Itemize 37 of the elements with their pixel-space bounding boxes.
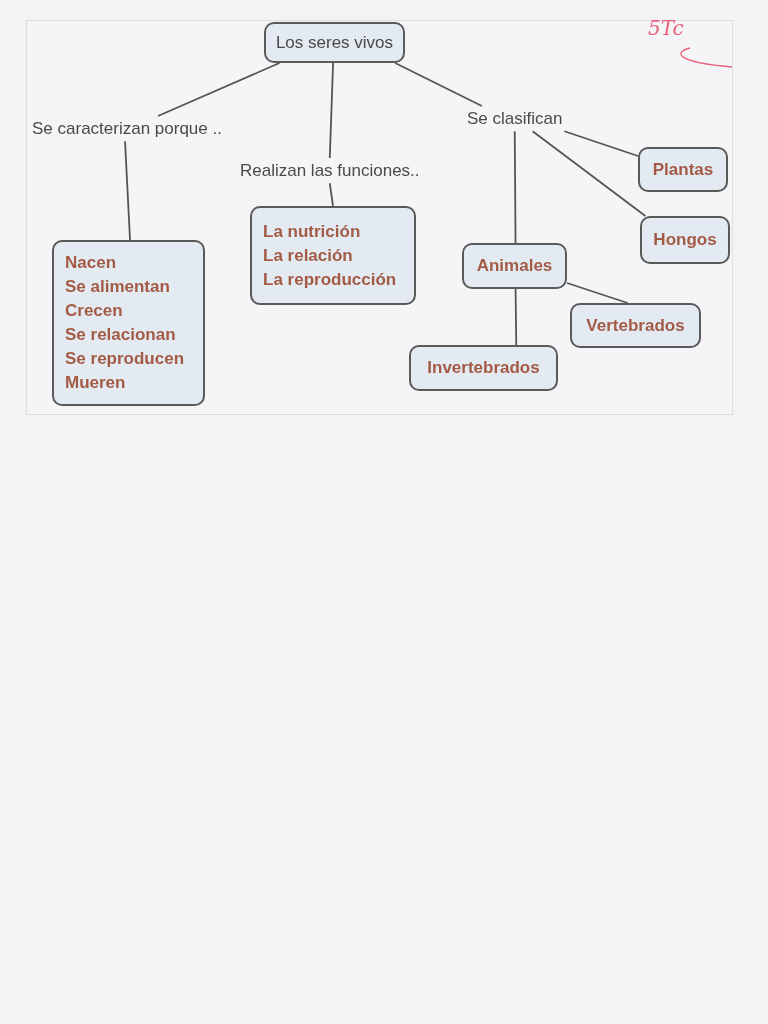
handwritten-note: 5Tc <box>648 18 684 38</box>
connector-line <box>328 62 334 159</box>
connector-line <box>531 130 647 217</box>
concept-box <box>638 147 728 192</box>
connector-line <box>563 130 639 157</box>
connector-line <box>157 62 281 117</box>
connector-line <box>124 140 131 241</box>
concept-box <box>264 22 405 63</box>
concept-box <box>462 243 567 289</box>
concept-label: Vertebrados <box>586 314 685 337</box>
list-item: Mueren <box>65 372 126 394</box>
concept-box <box>250 206 416 305</box>
list-item: Se reproducen <box>65 348 185 370</box>
concept-box <box>52 240 205 406</box>
list-item: La reproducción <box>263 268 397 291</box>
list-item: La nutrición <box>263 220 361 243</box>
list-item: Nacen <box>65 252 117 274</box>
list-item: Crecen <box>65 300 123 322</box>
connector-line <box>394 62 483 107</box>
connector-line <box>328 182 334 207</box>
concept-box <box>570 303 701 348</box>
concept-label: Plantas <box>652 158 714 181</box>
concept-label: Invertebrados <box>427 357 540 379</box>
linking-phrase: Se caracterizan porque .. <box>30 116 224 142</box>
concept-box <box>640 216 730 264</box>
concept-box <box>409 345 558 391</box>
connector-line <box>514 288 518 346</box>
list-item: Se relacionan <box>65 324 176 346</box>
linking-phrase: Realizan las funciones.. <box>238 158 422 184</box>
linking-phrase: Se clasifican <box>465 106 565 132</box>
concept-label: Animales <box>476 255 553 277</box>
connector-line <box>566 282 629 304</box>
list-item: La relación <box>263 244 353 267</box>
list-item: Se alimentan <box>65 276 170 298</box>
concept-label: Hongos <box>653 229 717 251</box>
concept-label: Los seres vivos <box>275 31 394 54</box>
connector-line <box>513 130 517 244</box>
